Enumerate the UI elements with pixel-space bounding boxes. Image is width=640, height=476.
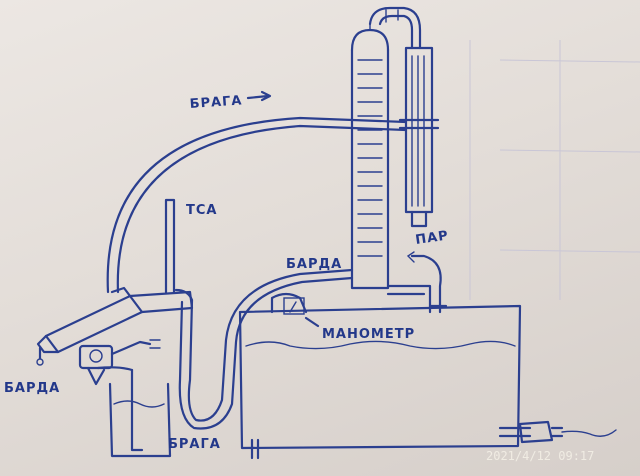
labels: БРАГА ТСА БАРДА ПАР МАНОМЕТР БАРДА БРАГА — [4, 93, 450, 452]
label-manometr: МАНОМЕТР — [322, 327, 415, 342]
steam-pipe — [386, 251, 448, 314]
heat-exchanger — [36, 286, 194, 366]
heater-plug — [518, 420, 617, 444]
paper-grid — [469, 40, 640, 300]
label-tsa: ТСА — [186, 203, 217, 218]
photo-timestamp: 2021/4/12 09:17 — [486, 449, 594, 463]
tsa-tube — [164, 198, 176, 294]
barda-return-hose — [174, 268, 354, 430]
braga-feed-hose — [106, 90, 408, 294]
manometer — [270, 292, 320, 328]
column-top-pipe — [368, 6, 422, 50]
label-barda-left: БАРДА — [4, 381, 60, 396]
label-barda-mid: БАРДА — [286, 257, 342, 272]
boiler-tank — [238, 304, 532, 460]
pump — [78, 339, 161, 386]
label-braga-bottom: БРАГА — [168, 437, 221, 452]
braga-container — [96, 366, 172, 458]
label-braga-top: БРАГА — [189, 93, 243, 112]
label-par: ПАР — [414, 228, 449, 248]
dephlegmator — [398, 46, 440, 228]
distillation-column — [350, 23, 390, 290]
